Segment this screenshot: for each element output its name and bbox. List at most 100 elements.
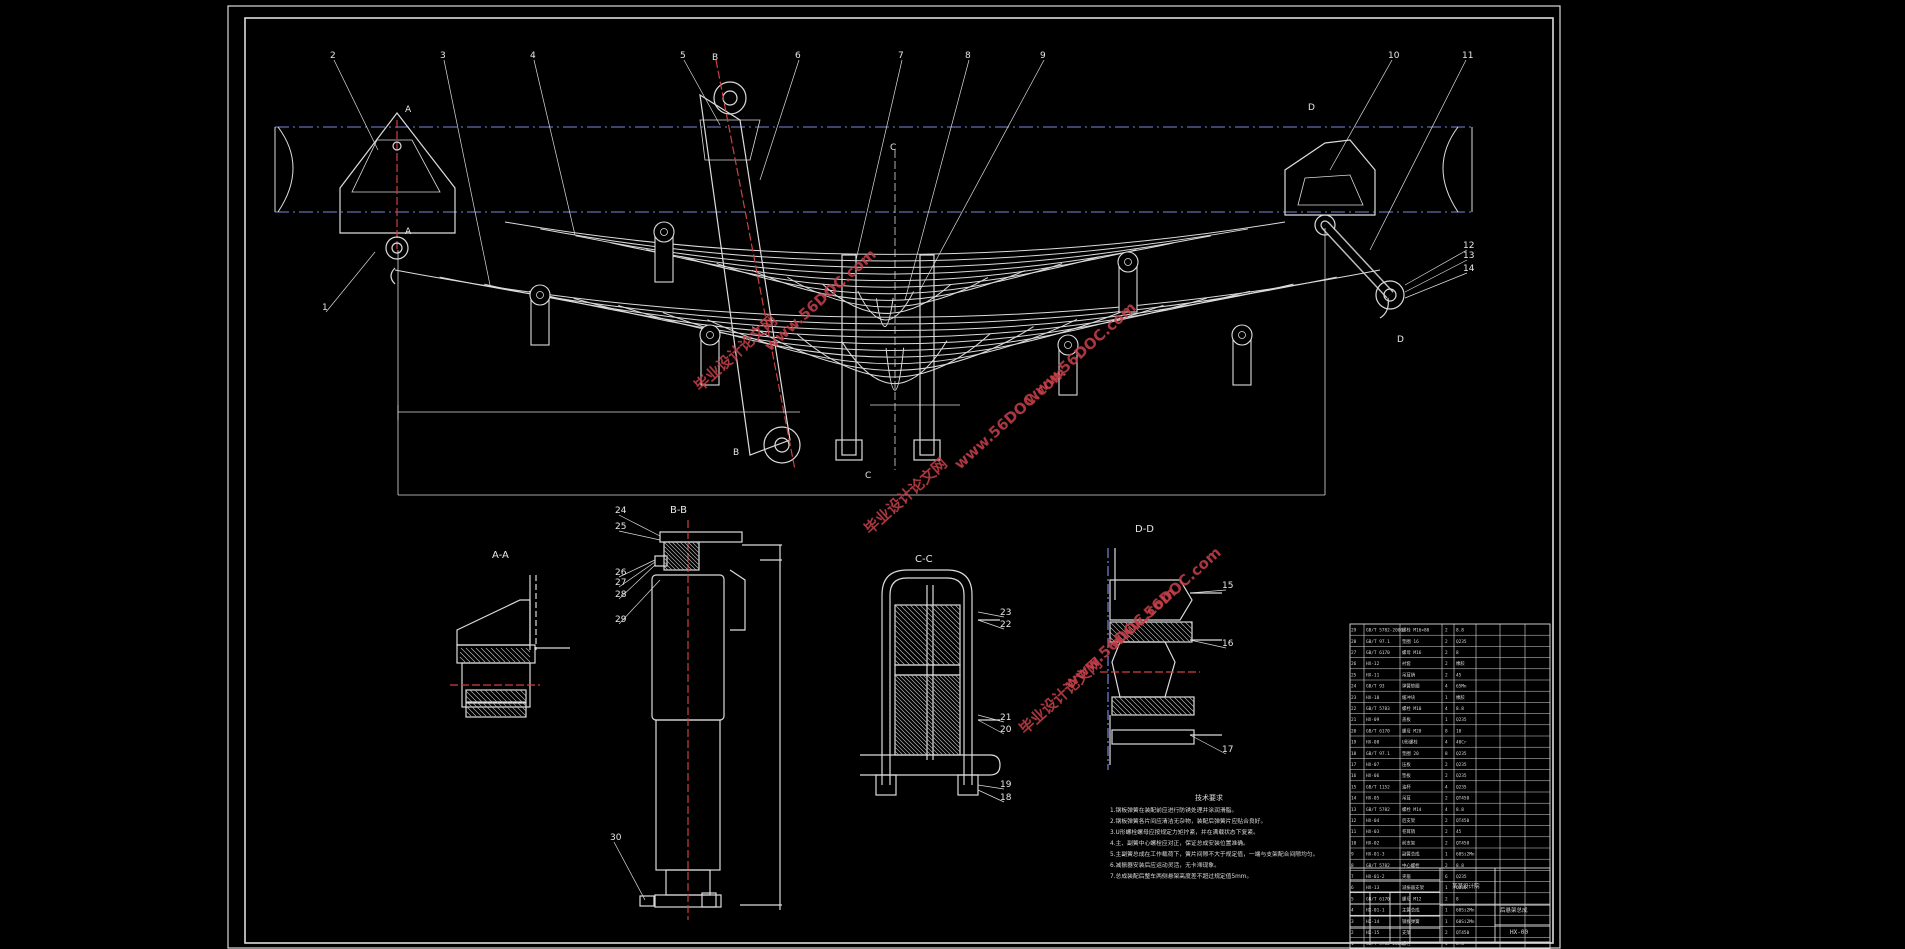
spring-clip-rivet-hole: [1238, 331, 1246, 339]
hatch-line: [1124, 621, 1146, 643]
leader-line-18: [977, 789, 1005, 803]
shock-absorber-elevation: [699, 59, 801, 471]
hatch-line: [894, 614, 946, 666]
parts-table-cell: GB/T 6170: [1366, 650, 1390, 656]
part-number-24: 24: [615, 506, 627, 516]
parts-table-cell: 24: [1351, 684, 1357, 690]
parts-table-cell: Q235: [1456, 751, 1467, 757]
hatch-line: [494, 689, 522, 717]
hatch-line: [899, 604, 961, 666]
parts-table-cell: HX-11: [1366, 672, 1380, 678]
leader-line-13: [1404, 259, 1468, 293]
hatch-line: [942, 674, 961, 693]
parts-table-cell: GB/T 5783: [1366, 706, 1390, 712]
parts-table-cell: HX-14: [1366, 919, 1380, 925]
parts-table-cell: 8.8: [1456, 628, 1464, 634]
hatch-line: [1114, 621, 1136, 643]
parts-table-cell: 18: [1351, 751, 1357, 757]
spring-eye-front: [390, 267, 396, 285]
parts-table-cell: 1: [1445, 695, 1448, 701]
spring-clip-rivet-hole: [1124, 258, 1132, 266]
hatch-line: [1184, 621, 1193, 630]
hatch-line: [894, 619, 941, 666]
hatch-line: [675, 541, 700, 566]
parts-table-cell: 后支架: [1402, 817, 1416, 824]
parts-table-cell: 主簧总成: [1402, 907, 1420, 914]
spring-clip-rivet: [1231, 324, 1253, 346]
parts-table-cell: 3: [1351, 919, 1354, 925]
hatch-line: [894, 730, 920, 756]
hatch-line: [663, 541, 693, 571]
hatch-line: [1164, 621, 1186, 643]
parts-table-cell: QT450: [1456, 796, 1470, 802]
hatch-line: [954, 604, 961, 611]
parts-table-cell: 2: [1445, 863, 1448, 869]
hatch-line: [894, 726, 924, 756]
leader-line-7: [855, 59, 903, 261]
hatch-line: [946, 674, 961, 689]
hatch-line: [459, 651, 471, 663]
parts-table-cell: 4: [1445, 740, 1448, 746]
leader-line-10: [1329, 59, 1393, 171]
hatch-line: [663, 553, 681, 571]
part-number-20: 20: [1000, 725, 1012, 735]
section-cut-letter: A: [405, 105, 412, 115]
hatch-line: [1123, 696, 1143, 716]
hatch-line: [950, 674, 961, 685]
hatch-line: [465, 647, 481, 663]
section-label-a-a: A-A: [492, 550, 509, 561]
parts-table-cell: 23: [1351, 695, 1357, 701]
parts-table-cell: HX-06: [1366, 773, 1380, 779]
hatch-line: [894, 718, 932, 756]
hatch-line: [480, 647, 496, 663]
parts-table-cell: 2: [1445, 829, 1448, 835]
parts-table-cell: 中心螺栓: [1402, 862, 1420, 869]
parts-table-cell: 吊耳销: [1402, 671, 1416, 678]
hatch-line: [1111, 699, 1128, 716]
hatch-line: [695, 541, 700, 546]
parts-table-cell: HX-15: [1366, 930, 1380, 936]
outer-border: [227, 5, 1561, 949]
spring-clip-rivet-hole: [706, 331, 714, 339]
parts-table-cell: 钢板弹簧: [1402, 918, 1420, 925]
leader-line-27: [618, 561, 656, 588]
hatch-line: [1173, 696, 1193, 716]
watermark-text: www.56DOC.com: [1061, 583, 1180, 693]
technical-note-4: 4.主、副簧中心螺栓应对正，保证总成安装位置准确。: [1110, 839, 1249, 847]
hatch-line: [939, 604, 961, 626]
spring-clip-rivet: [699, 324, 721, 346]
parts-table-cell: Q235: [1456, 874, 1467, 880]
parts-table-cell: GB/T 5782: [1366, 807, 1390, 813]
leader-line-26: [618, 559, 656, 578]
parts-table-cell: 螺栓: [1402, 940, 1411, 947]
main-spring-leaf: [857, 290, 915, 321]
parts-table-cell: 压板: [1402, 761, 1411, 768]
hatch-line: [1113, 696, 1133, 716]
hatch-line: [914, 604, 961, 651]
spring-clip-rivet: [1117, 251, 1139, 273]
hatch-line: [1158, 696, 1178, 716]
hatch-line: [1169, 621, 1191, 643]
leader-line-1: [325, 251, 376, 313]
part-number-7: 7: [898, 51, 904, 61]
leader-line-11: [1369, 59, 1467, 251]
part-number-8: 8: [965, 51, 971, 61]
hatch-line: [930, 674, 961, 705]
hatch-line: [894, 644, 916, 666]
parts-table-cell: 缓冲块: [1402, 694, 1416, 701]
parts-table-cell: QT450: [1456, 930, 1470, 936]
parts-table-cell: Q235: [1456, 639, 1467, 645]
parts-table-cell: HX-12: [1366, 661, 1380, 667]
parts-table-cell: 螺栓 M14: [1402, 806, 1422, 813]
hatch-line: [894, 734, 916, 756]
parts-table-cell: 2: [1445, 650, 1448, 656]
parts-table-cell: 7: [1351, 874, 1354, 880]
parts-table-cell: 卷耳销: [1402, 828, 1416, 835]
parts-table-cell: GB/T 93: [1366, 684, 1385, 690]
parts-table-cell: 2: [1445, 762, 1448, 768]
hatch-line: [924, 604, 961, 641]
parts-table-cell: 21: [1351, 717, 1357, 723]
parts-table-cell: HX-10: [1366, 695, 1380, 701]
hatch-line: [1134, 621, 1156, 643]
hatch-line: [1178, 696, 1195, 713]
